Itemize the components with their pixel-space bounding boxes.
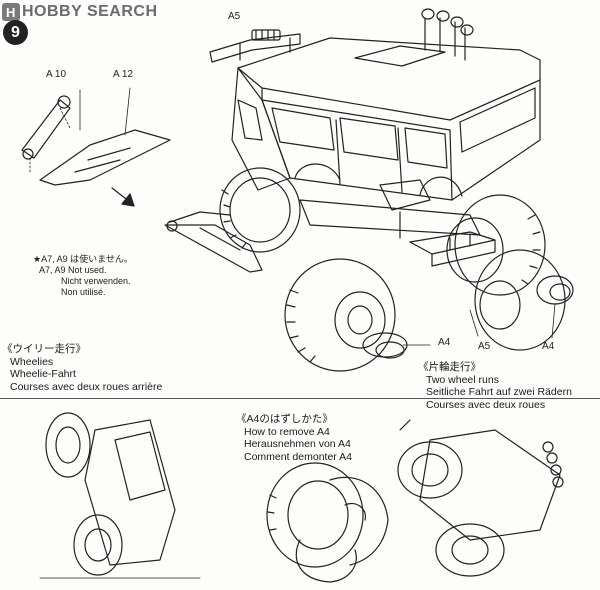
a10-a12-parts-drawing: [21, 87, 171, 186]
hobby-search-logo-icon: H: [2, 3, 20, 21]
a4-hub-caps-drawing: [362, 275, 574, 359]
roof-light-bar-drawing: [209, 29, 301, 63]
hobby-search-watermark: H HOBBY SEARCH: [2, 3, 158, 21]
wheelies-fr: Courses avec deux roues arrière: [10, 380, 163, 393]
two-wheel-van-drawing: [397, 419, 564, 577]
not-used-jp: ★A7, A9 は使いません。: [33, 254, 133, 264]
remove-a4-en: How to remove A4: [244, 425, 330, 438]
direction-arrow: [111, 187, 135, 207]
wheel-front-left-drawing: [219, 167, 301, 253]
wheelies-caption: 《ウイリー走行》 Wheelies Wheelie-Fahrt Courses …: [2, 343, 162, 393]
wheelies-de: Wheelie-Fahrt: [10, 368, 76, 380]
installed-a10-a12-drawing: [164, 211, 263, 273]
two-wheel-de: Seitliche Fahrt auf zwei Rädern: [426, 386, 572, 398]
two-wheel-fr: Courses avec deux roues: [426, 398, 546, 411]
two-wheel-en: Two wheel runs: [426, 373, 499, 386]
part-label-a4-left: A4: [438, 337, 451, 348]
part-label-a5-top: A5: [228, 11, 241, 22]
part-label-a5-bottom: A5: [478, 341, 491, 352]
part-label-a10: A 10: [46, 69, 67, 80]
roof-lights-drawing: [421, 8, 474, 61]
part-label-a4-right: A4: [542, 341, 555, 352]
two-wheel-caption: 《片輪走行》 Two wheel runs Seitliche Fahrt au…: [418, 361, 572, 411]
remove-a4-jp: 《A4のはずしかた》: [236, 413, 333, 425]
wheel-rear-left-drawing: [284, 258, 396, 372]
wheel-front-right-drawing: [446, 194, 546, 296]
remove-a4-fr: Comment demonter A4: [244, 450, 352, 463]
hands-removing-a4-drawing: [266, 462, 389, 583]
wheel-rear-right-drawing: [474, 249, 566, 351]
not-used-de: Nicht verwenden.: [61, 276, 131, 286]
wheelies-jp: 《ウイリー走行》: [2, 343, 86, 355]
section-divider: [0, 398, 600, 399]
remove-a4-de: Herausnehmen von A4: [244, 438, 351, 450]
van-body-drawing: [231, 37, 541, 201]
wheelie-van-drawing: [39, 412, 201, 579]
not-used-fr: Non utilisé.: [61, 287, 106, 297]
two-wheel-jp: 《片輪走行》: [418, 361, 481, 373]
watermark-text: HOBBY SEARCH: [22, 3, 158, 20]
wheelies-en: Wheelies: [10, 355, 54, 368]
not-used-en: A7, A9 Not used.: [39, 265, 107, 275]
not-used-note: ★A7, A9 は使いません。 A7, A9 Not used. Nicht v…: [33, 254, 133, 298]
part-label-a12: A 12: [113, 69, 134, 80]
remove-a4-caption: 《A4のはずしかた》 How to remove A4 Herausnehmen…: [236, 413, 352, 463]
step-number-badge: 9: [3, 20, 28, 45]
